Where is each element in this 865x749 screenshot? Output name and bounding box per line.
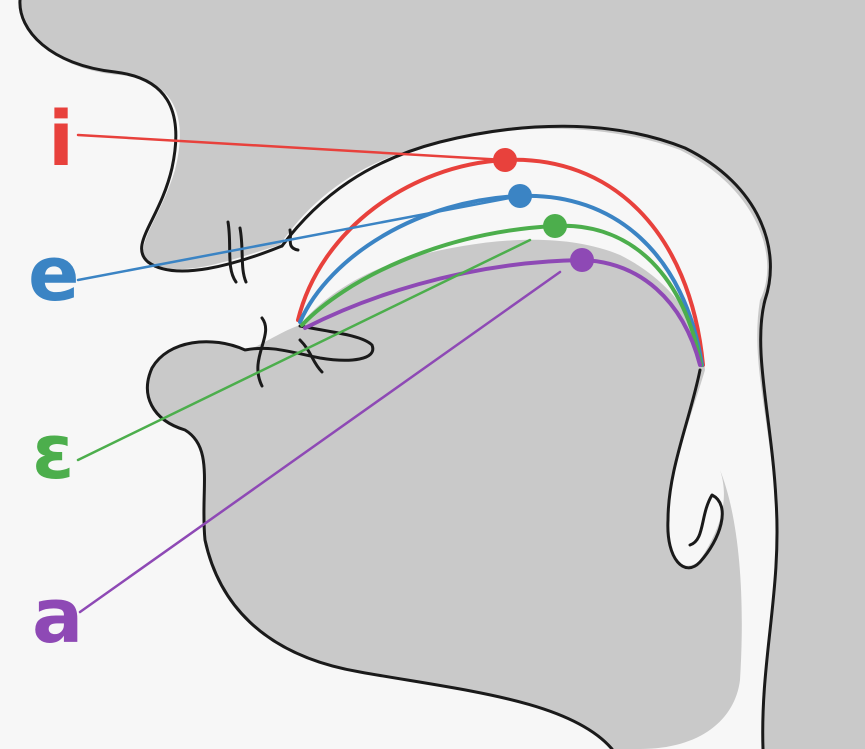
marker-i <box>493 148 517 172</box>
marker-e <box>508 184 532 208</box>
marker-open-e <box>543 214 567 238</box>
vowel-label-e: e <box>28 229 80 318</box>
vowel-label-a: a <box>32 571 83 660</box>
marker-a <box>570 248 594 272</box>
vowel-label-i: i <box>48 94 74 183</box>
vowel-label-open-e: ɛ <box>32 407 74 496</box>
